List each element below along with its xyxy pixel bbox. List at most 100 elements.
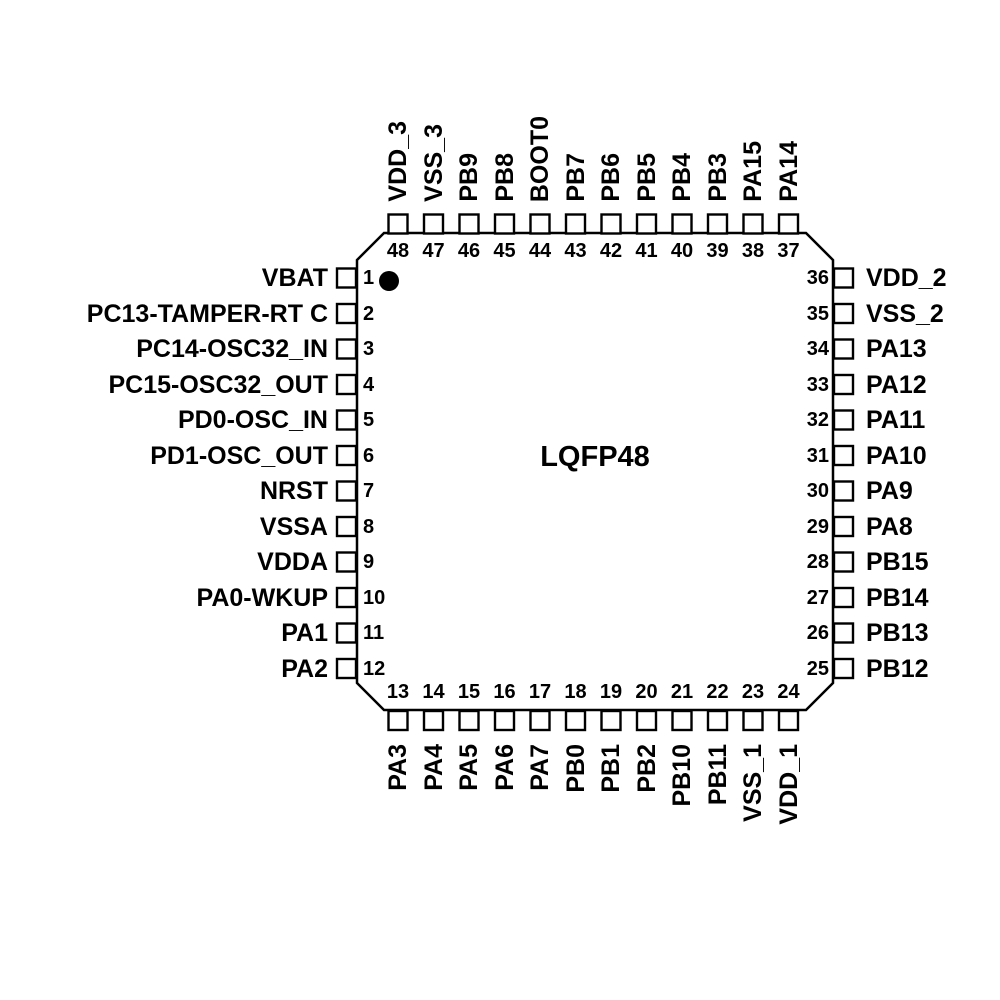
pin-label: VDD_3 (384, 121, 412, 202)
pin-number: 42 (599, 240, 623, 262)
pin-label: PA5 (455, 744, 483, 791)
pin-label: PB3 (703, 153, 732, 202)
pin-number: 24 (777, 681, 800, 703)
pin-pad (832, 338, 855, 360)
pin-pad (832, 586, 855, 609)
pin-label: VSS_1 (739, 744, 767, 822)
pin-pad (832, 373, 855, 396)
pin-pad (335, 586, 358, 609)
pin-number: 12 (363, 657, 386, 680)
pin-label: PC15-OSC32_OUT (108, 370, 328, 399)
pin-pad (493, 709, 516, 732)
pin-number: 4 (363, 373, 375, 396)
pin-number: 7 (363, 480, 375, 502)
pin-pad (832, 302, 855, 325)
pin-label: PC14-OSC32_IN (136, 335, 328, 363)
pin-pad (422, 709, 445, 732)
pin-label: PA8 (866, 512, 913, 541)
pin-label: PA1 (281, 619, 328, 647)
pin-pad (564, 709, 587, 732)
pin-label: PB10 (668, 744, 696, 807)
pin-label: PC13-TAMPER-RT C (86, 299, 328, 328)
pin-number: 44 (528, 240, 552, 262)
pin-number: 1 (363, 267, 375, 289)
pin-pad (335, 480, 358, 502)
pin-pad (777, 213, 800, 235)
pin-pad (458, 213, 480, 235)
pin-number: 29 (806, 515, 829, 538)
pin-label: BOOT0 (526, 115, 554, 202)
pin-label: VDD_2 (866, 264, 947, 292)
pin-number: 21 (670, 681, 694, 703)
pin-pad (387, 213, 409, 235)
pin-number: 19 (599, 681, 623, 703)
pin-number: 3 (363, 338, 375, 360)
pin-number: 28 (806, 551, 829, 573)
pin-label: PB6 (597, 153, 625, 202)
pin-number: 22 (706, 681, 729, 703)
pin-pad (742, 213, 764, 235)
pin-pad (335, 551, 358, 573)
pin-pad (335, 338, 358, 360)
pin-number: 5 (363, 409, 375, 431)
pin-pad (671, 709, 693, 732)
pin-number: 41 (635, 240, 658, 262)
pin-pad (635, 213, 658, 235)
pin-pad (832, 622, 855, 644)
pin-number: 20 (635, 681, 658, 703)
pin-number: 11 (363, 622, 385, 644)
pin-label: PB8 (490, 153, 519, 202)
pin-pad (832, 444, 855, 467)
pin-number: 6 (363, 444, 375, 467)
pin-number: 40 (670, 240, 694, 262)
pin-number: 39 (706, 240, 729, 262)
pin-label: PA3 (384, 744, 412, 791)
pin-label: PB14 (866, 583, 929, 612)
chip-body-outline (355, 231, 835, 712)
pin-pad (493, 213, 516, 235)
pin-number: 37 (777, 240, 800, 262)
pin-label: PA6 (490, 744, 519, 791)
pin-pad (335, 444, 358, 467)
pin-pad (335, 622, 358, 644)
pin-number: 45 (493, 240, 516, 262)
pin-label: PB7 (561, 153, 590, 202)
pin-number: 36 (806, 267, 829, 289)
pin-pad (529, 709, 551, 732)
pin-pad (564, 213, 587, 235)
pin-number: 25 (806, 657, 829, 680)
pin-number: 14 (422, 681, 445, 703)
pin-pad (335, 515, 358, 538)
pin-pad (832, 267, 855, 289)
pin-label: VBAT (261, 264, 328, 292)
pin-pad (832, 409, 855, 431)
pin-pad (335, 302, 358, 325)
pin-label: PB0 (561, 744, 590, 793)
pin-label: PB12 (866, 654, 929, 683)
pin-number: 38 (741, 240, 765, 262)
pin-number: 33 (806, 373, 829, 396)
pin-number: 35 (806, 302, 829, 325)
pin-number: 30 (806, 480, 829, 502)
pin-pad (777, 709, 800, 732)
pin-number: 15 (457, 681, 481, 703)
pin-label: VSSA (259, 512, 328, 541)
pin-number: 48 (386, 240, 410, 262)
pin-label: PA14 (774, 141, 803, 202)
pin-pad (422, 213, 445, 235)
pin-pad (335, 657, 358, 680)
pin-label: VSS_2 (866, 299, 944, 328)
pin-label: PA11 (866, 406, 926, 434)
pin-label: PB15 (866, 548, 929, 576)
pin-label: PB4 (668, 153, 696, 202)
pin-number: 23 (741, 681, 765, 703)
pin-number: 31 (806, 444, 829, 467)
pin-pad (832, 515, 855, 538)
pin-label: PA7 (526, 744, 554, 791)
pin-pad (529, 213, 551, 235)
pin-label: PA13 (866, 335, 927, 363)
pin-pad (335, 267, 358, 289)
pin-pad (706, 709, 729, 732)
